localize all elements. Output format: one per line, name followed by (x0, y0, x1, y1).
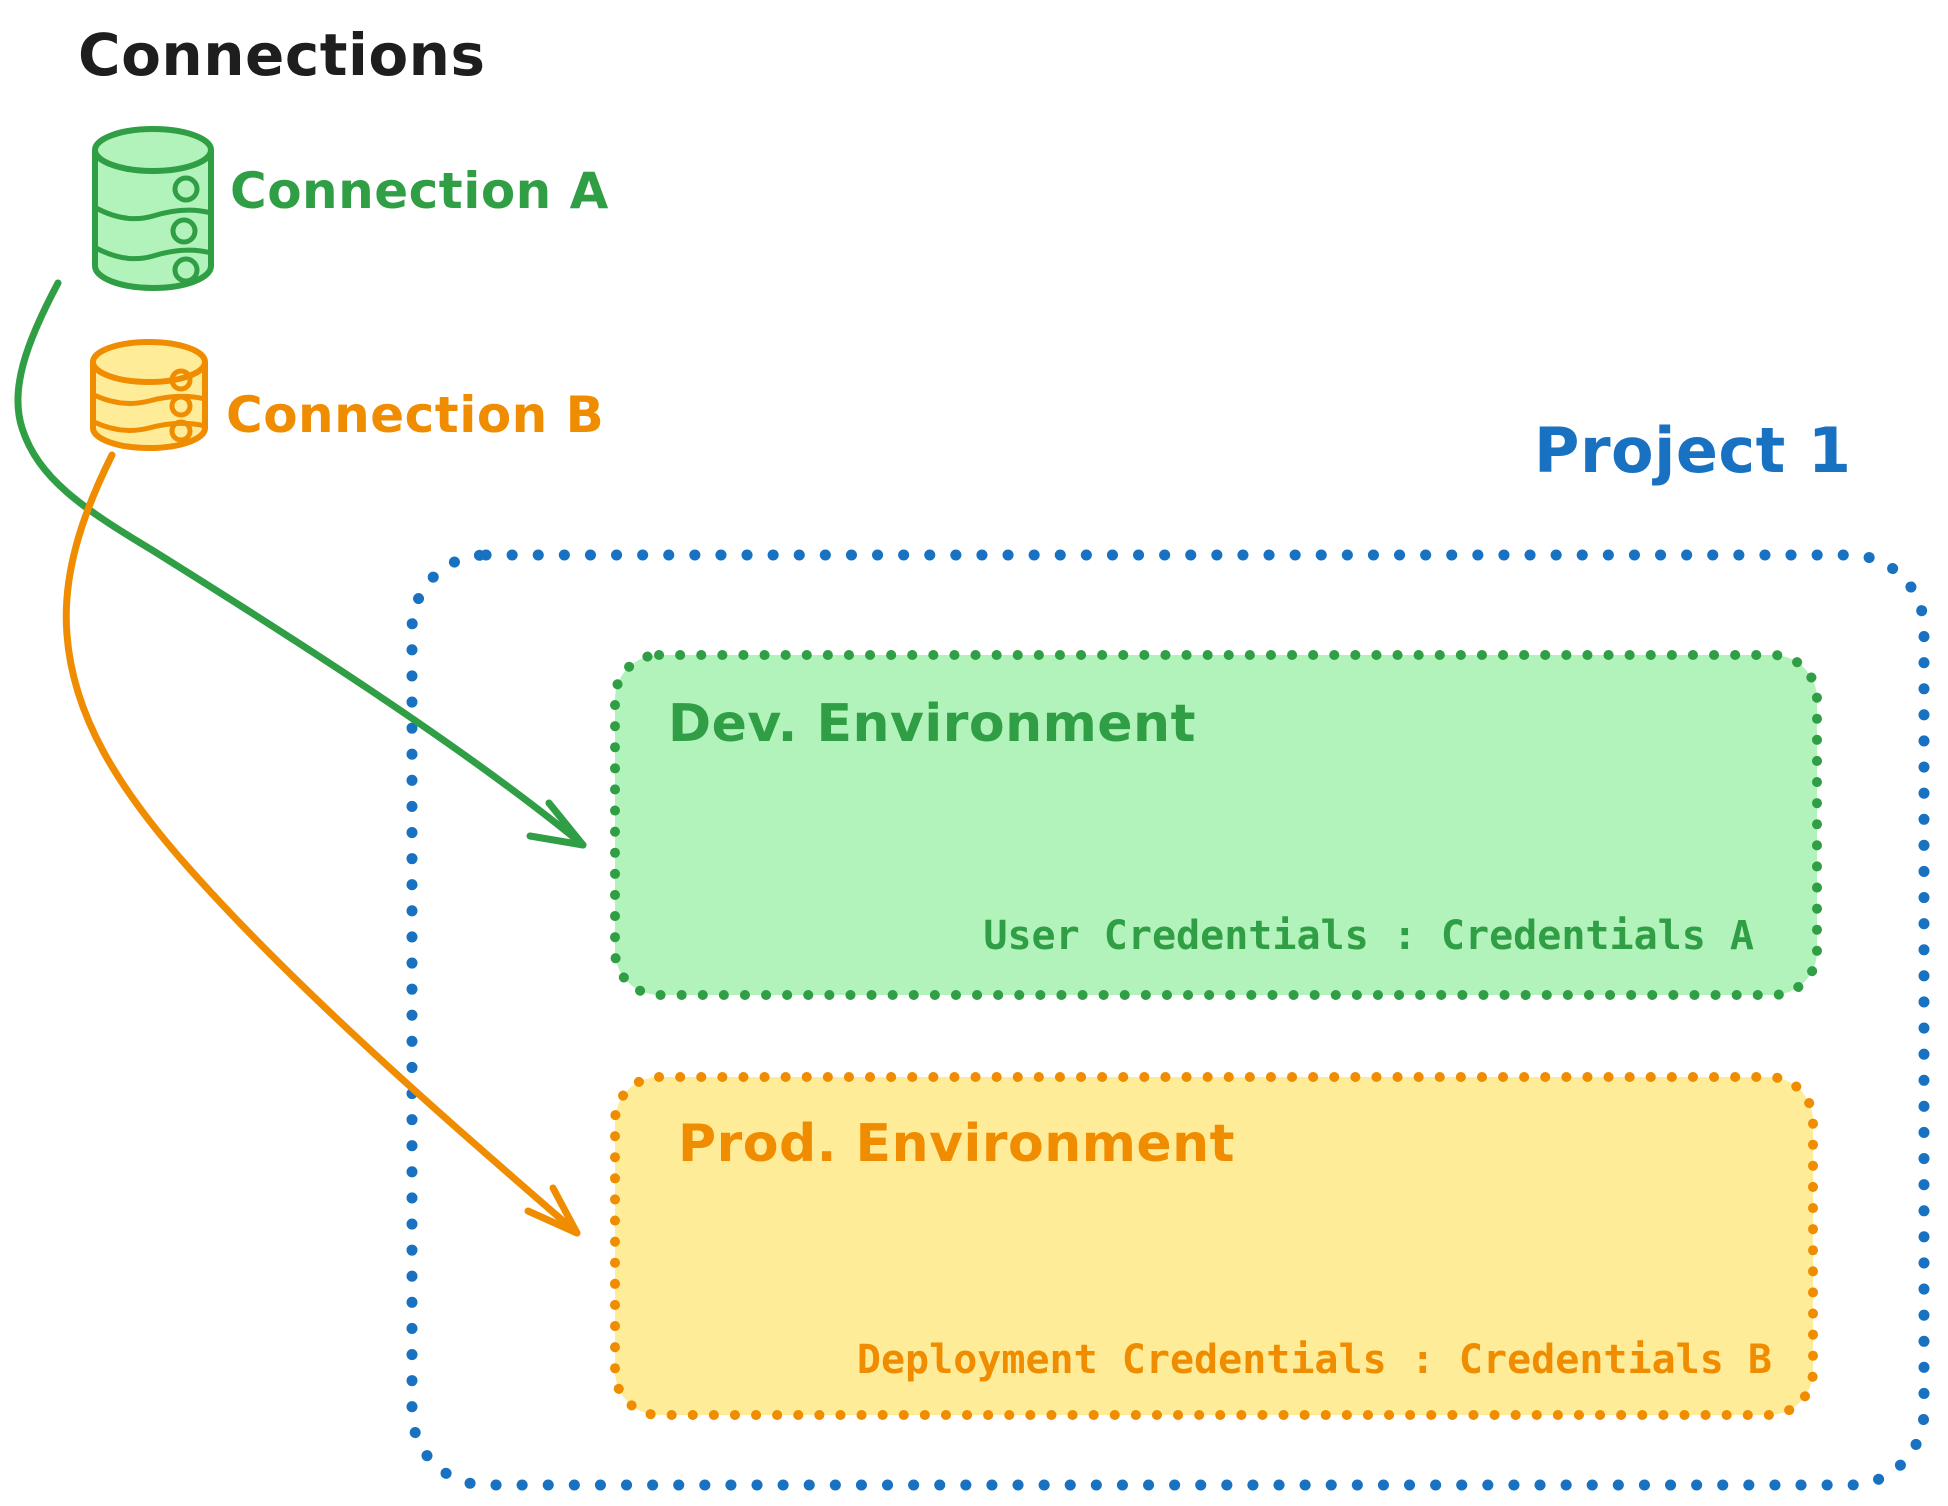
prod-environment-credentials: Deployment Credentials : Credentials B (856, 1337, 1772, 1383)
connection-b-label: Connection B (226, 386, 605, 444)
connection-b-arrow (62, 451, 581, 1237)
connection-a-label: Connection A (230, 162, 609, 220)
dev-environment-box (610, 650, 1822, 1000)
project-box (406, 549, 1930, 1491)
connection-a-arrow (14, 279, 587, 849)
project-title: Project 1 (1534, 414, 1852, 487)
database-icon (90, 339, 208, 451)
connections-title: Connections (78, 21, 486, 89)
prod-environment-box (610, 1072, 1818, 1420)
database-icon (92, 126, 214, 291)
prod-environment-title: Prod. Environment (678, 1114, 1236, 1174)
dev-environment-title: Dev. Environment (668, 694, 1196, 754)
dev-environment-credentials: User Credentials : Credentials A (983, 913, 1754, 959)
